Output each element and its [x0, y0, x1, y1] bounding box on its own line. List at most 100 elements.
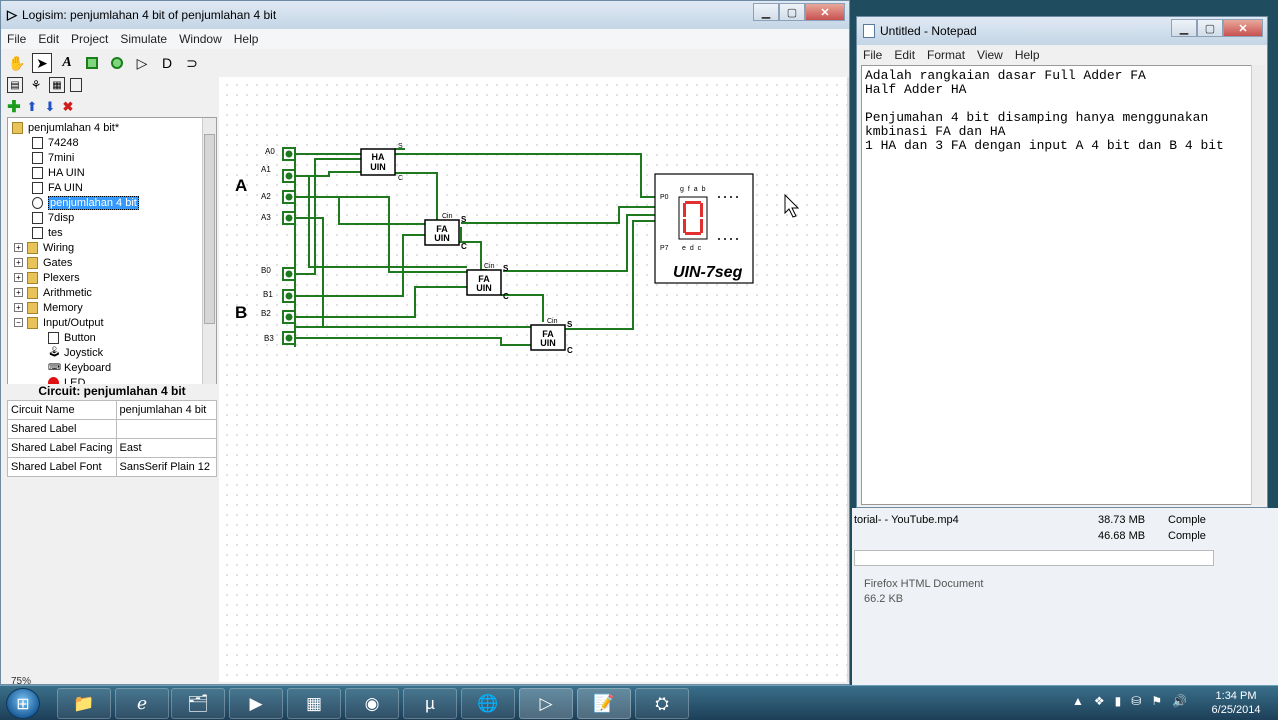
tree-item-74248[interactable]: 74248 — [32, 135, 79, 150]
start-button[interactable]: ⊞ — [6, 688, 40, 719]
simulation-view-icon[interactable]: ⚘ — [30, 78, 42, 92]
menu-view[interactable]: View — [977, 48, 1003, 62]
appearance-view-icon[interactable]: ▦ — [49, 77, 65, 93]
collapse-icon[interactable]: − — [14, 318, 23, 327]
explorer-scrollbar[interactable] — [202, 118, 216, 384]
menu-file[interactable]: File — [7, 32, 27, 46]
menu-help[interactable]: Help — [233, 32, 259, 46]
menu-format[interactable]: Format — [927, 48, 966, 62]
taskbar-files-icon[interactable]: 🗂 — [171, 688, 225, 719]
notepad-titlebar[interactable]: Untitled - Notepad ▁ ▢ ✕ — [857, 17, 1267, 45]
tree-root[interactable]: penjumlahan 4 bit* — [12, 120, 119, 135]
full-adder-block-3[interactable]: FA UIN Cin S C — [530, 318, 573, 355]
full-adder-block-1[interactable]: FA UIN Cin S C — [424, 213, 467, 251]
tree-folder-memory[interactable]: +Memory — [14, 300, 83, 315]
download-row[interactable]: 46.68 MB Comple — [852, 530, 1230, 546]
tray-expand-icon[interactable]: ▲ — [1072, 694, 1084, 708]
attr-value[interactable] — [115, 419, 218, 439]
tree-item-button[interactable]: Button — [48, 330, 96, 345]
taskbar-explorer-icon[interactable]: 📁 — [57, 688, 111, 719]
pin-a1[interactable] — [282, 169, 296, 183]
pin-b2[interactable] — [282, 310, 296, 324]
tree-folder-arithmetic[interactable]: +Arithmetic — [14, 285, 92, 300]
tray-dropbox-icon[interactable]: ❖ — [1093, 694, 1105, 708]
menu-project[interactable]: Project — [71, 32, 109, 46]
explorer-scroll-thumb[interactable] — [204, 134, 215, 324]
and-gate-icon[interactable]: D — [161, 55, 173, 71]
close-button[interactable]: ✕ — [805, 3, 845, 21]
menu-help[interactable]: Help — [1014, 48, 1040, 62]
toolbox-view-icon[interactable]: ▤ — [7, 77, 23, 93]
notepad-text-area[interactable]: Adalah rangkaian dasar Full Adder FA Hal… — [861, 65, 1253, 505]
clock[interactable]: 1:34 PM 6/25/2014 — [1204, 689, 1268, 717]
tray-signal-icon[interactable]: ▮ — [1114, 694, 1122, 708]
attr-value[interactable]: SansSerif Plain 12 — [115, 457, 218, 477]
tree-item-joystick[interactable]: 🕹Joystick — [48, 346, 104, 359]
expand-icon[interactable]: + — [14, 273, 23, 282]
tree-item-7mini[interactable]: 7mini — [32, 150, 74, 165]
pin-b1[interactable] — [282, 289, 296, 303]
minimize-button[interactable]: ▁ — [1171, 19, 1197, 37]
expand-icon[interactable]: + — [14, 243, 23, 252]
menu-edit[interactable]: Edit — [38, 32, 60, 46]
expand-icon[interactable]: + — [14, 258, 23, 267]
poke-tool-hand-icon[interactable]: ✋ — [8, 54, 26, 71]
tree-item-7disp[interactable]: 7disp — [32, 210, 74, 225]
select-tool-arrow-icon[interactable]: ➤ — [32, 53, 52, 73]
full-adder-block-2[interactable]: FA UIN Cin S C — [466, 263, 509, 301]
not-gate-icon[interactable]: ▷ — [136, 54, 148, 71]
tree-item-led[interactable]: LED — [48, 375, 85, 384]
maximize-button[interactable]: ▢ — [1197, 19, 1223, 37]
menu-file[interactable]: File — [863, 48, 883, 62]
seven-segment-block[interactable]: P0 P7 g f a b e d c UIN-7seg — [654, 173, 754, 284]
tree-item-tes[interactable]: tes — [32, 225, 63, 240]
maximize-button[interactable]: ▢ — [779, 3, 805, 21]
pin-b0[interactable] — [282, 267, 296, 281]
tray-network-icon[interactable]: ⛁ — [1131, 694, 1142, 708]
menu-edit[interactable]: Edit — [894, 48, 916, 62]
download-row[interactable]: torial- - YouTube.mp4 38.73 MB Comple — [852, 514, 1230, 530]
tree-folder-gates[interactable]: +Gates — [14, 255, 72, 270]
attr-value[interactable]: East — [115, 438, 218, 458]
logisim-titlebar[interactable]: ▷ Logisim: penjumlahan 4 bit of penjumla… — [1, 1, 849, 29]
output-pin-icon[interactable] — [107, 53, 127, 73]
half-adder-block[interactable]: HA UIN S C — [360, 143, 403, 182]
taskbar-network-icon[interactable]: 🌐 — [461, 688, 515, 719]
tree-folder-input-output[interactable]: −Input/Output — [14, 315, 104, 330]
add-circuit-icon[interactable]: ✚ — [7, 99, 21, 116]
tray-volume-icon[interactable]: 🔊 — [1172, 694, 1188, 708]
pin-b3[interactable] — [282, 331, 296, 345]
menu-simulate[interactable]: Simulate — [120, 32, 168, 46]
tree-item-penjumlahan-4-bit[interactable]: penjumlahan 4 bit — [32, 195, 139, 210]
tree-folder-plexers[interactable]: +Plexers — [14, 270, 80, 285]
move-down-icon[interactable]: ⬇ — [44, 99, 56, 114]
input-pin-icon[interactable] — [82, 53, 102, 73]
tree-folder-wiring[interactable]: +Wiring — [14, 240, 74, 255]
menu-window[interactable]: Window — [179, 32, 222, 46]
pin-a3[interactable] — [282, 211, 296, 225]
pin-a2[interactable] — [282, 190, 296, 204]
circuit-canvas[interactable]: A0 A1 A2 A3 B0 B1 B2 B3 A B HA UIN S C — [219, 77, 847, 682]
tree-item-fa-uin[interactable]: FA UIN — [32, 180, 83, 195]
attr-value[interactable]: penjumlahan 4 bit — [115, 400, 218, 420]
tray-flag-icon[interactable]: ⚑ — [1151, 694, 1163, 708]
tree-item-ha-uin[interactable]: HA UIN — [32, 165, 85, 180]
taskbar-notepad-icon[interactable]: 📝 — [577, 688, 631, 719]
taskbar-logisim-icon[interactable]: ▷ — [519, 688, 573, 719]
move-up-icon[interactable]: ⬆ — [26, 99, 38, 114]
horizontal-scrollbar[interactable] — [854, 550, 1214, 566]
taskbar-tool-icon[interactable]: ⛭ — [635, 688, 689, 719]
expand-icon[interactable]: + — [14, 288, 23, 297]
taskbar-utorrent-icon[interactable]: µ — [403, 688, 457, 719]
text-tool-icon[interactable]: A — [62, 55, 72, 70]
or-gate-icon[interactable]: ⊃ — [186, 54, 198, 71]
close-button[interactable]: ✕ — [1223, 19, 1263, 37]
minimize-button[interactable]: ▁ — [753, 3, 779, 21]
pin-a0[interactable] — [282, 147, 296, 161]
expand-icon[interactable]: + — [14, 303, 23, 312]
canvas-scrollbar[interactable] — [847, 77, 849, 682]
zoom-level[interactable]: 75% — [11, 676, 32, 685]
tree-item-keyboard[interactable]: ⌨Keyboard — [48, 361, 112, 374]
remove-circuit-icon[interactable]: ✖ — [62, 99, 74, 114]
taskbar-media-icon[interactable]: ▶ — [229, 688, 283, 719]
